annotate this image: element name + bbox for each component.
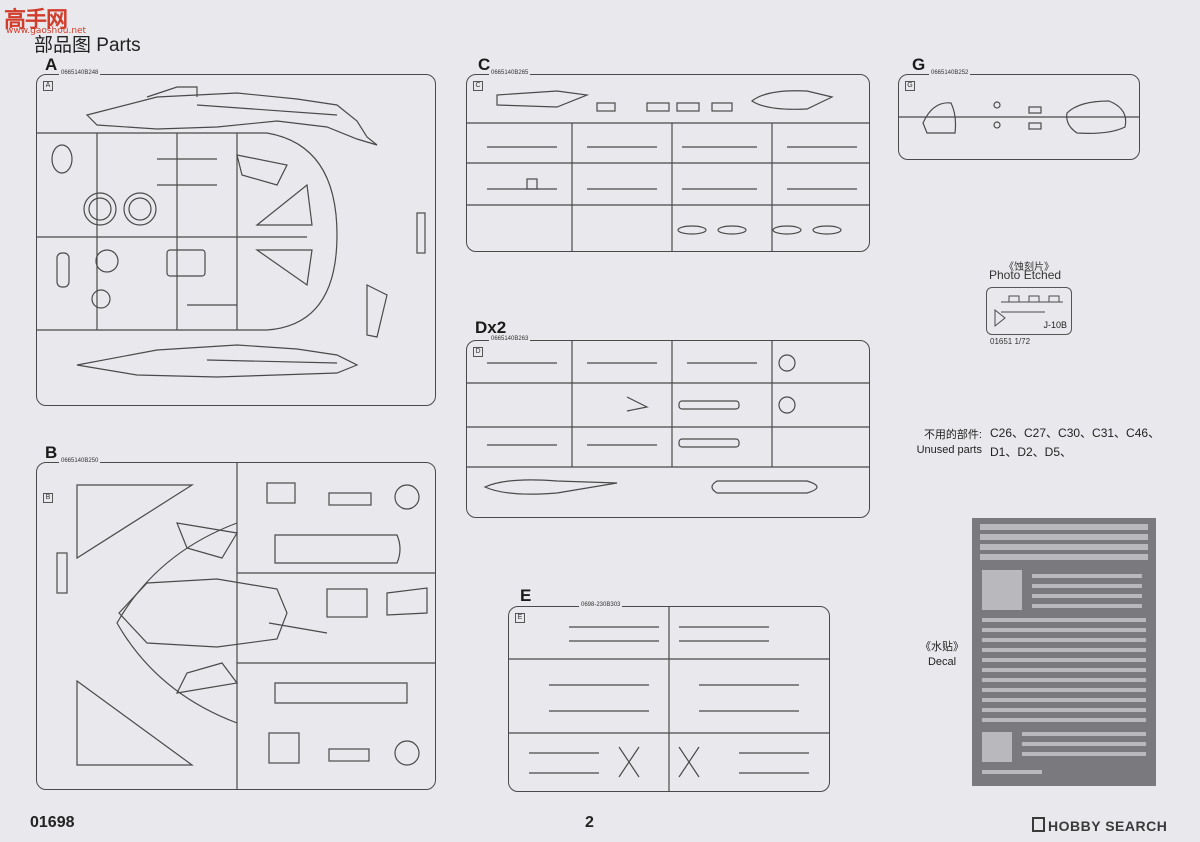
photo-etched-code: 01651 1/72 [990, 337, 1031, 346]
sprue-b-tag: B [43, 493, 53, 503]
sprue-c-drawing [467, 90, 869, 251]
decal-label-en: Decal [927, 656, 957, 668]
photo-etched-title-cn: 《蚀刻片》 [1004, 262, 1054, 273]
sprue-b-letter: B [45, 443, 58, 462]
sprue-b-drawing [56, 463, 435, 789]
sprue-c: 0665140B265 C [466, 70, 870, 252]
sprue-a-letter: A [45, 55, 58, 74]
sprue-c-code: 0665140B265 [489, 70, 531, 76]
photo-etched-fret: J-10B [986, 287, 1072, 335]
unused-parts-line-1: C26、C27、C30、C31、C46、 [990, 426, 1161, 440]
sprue-g: 0665140B252 G [898, 70, 1140, 160]
hobby-search-brand: HOBBY SEARCH [1048, 818, 1168, 834]
sprue-a-drawing [37, 86, 426, 378]
sprue-d-drawing [467, 341, 869, 495]
watermark-logo: 高手网 www.gaoshou.net [0, 0, 86, 40]
decal-sheet-drawing [980, 524, 1148, 774]
sprue-g-tag: G [905, 81, 915, 91]
photo-etched-model: J-10B [1043, 320, 1067, 330]
photo-etched-title-en: Photo Etched [989, 268, 1062, 282]
decal-label: 《水贴》 Decal [920, 640, 964, 670]
sprue-d: 0665140B263 D [466, 336, 870, 518]
sprue-e-tag: E [515, 613, 525, 623]
product-code: 01698 [30, 814, 75, 831]
decal-sheet [972, 518, 1156, 786]
watermark-url: www.gaoshou.net [6, 26, 87, 36]
watermark-brand: 高手网 [4, 8, 68, 33]
decal-label-cn: 《水贴》 [920, 641, 964, 653]
sprue-e-letter: E [520, 586, 532, 605]
unused-parts-label-en: Unused parts [916, 444, 982, 456]
unused-parts-label-cn: 不用的部件: [923, 429, 982, 441]
sprue-a-tag: A [43, 81, 53, 91]
sprue-d-tag: D [473, 347, 483, 357]
photo-etched-drawing [994, 295, 1063, 328]
sprue-c-letter: C [478, 55, 491, 74]
page-number: 2 [585, 814, 594, 831]
sprue-e-code: 0698-230B303 [579, 602, 623, 608]
sprue-g-drawing [899, 100, 1139, 134]
unused-parts-label: 不用的部件: Unused parts [908, 428, 982, 458]
sprue-d-letter: Dx2 [475, 318, 507, 337]
unused-parts-line-2: D1、D2、D5、 [990, 445, 1073, 459]
sprue-d-code: 0665140B263 [489, 336, 531, 342]
sprue-e: 0698-230B303 E [508, 602, 830, 792]
sprue-b-code: 0665140B250 [59, 458, 101, 464]
sprue-c-tag: C [473, 81, 483, 91]
hobby-search-logo: HOBBY SEARCH [1032, 817, 1167, 834]
sprue-b: 0665140B250 B [36, 458, 436, 790]
unused-parts-list: C26、C27、C30、C31、C46、 D1、D2、D5、 [990, 424, 1160, 462]
hobby-search-icon [1032, 817, 1045, 832]
sprue-g-letter: G [912, 55, 926, 74]
page-title: 部品图 Parts [34, 35, 141, 56]
sprue-e-drawing [509, 607, 829, 791]
sprue-a: 0665140B248 A [36, 70, 436, 406]
sprue-a-code: 0665140B248 [59, 70, 101, 76]
sprue-g-code: 0665140B252 [929, 70, 971, 76]
